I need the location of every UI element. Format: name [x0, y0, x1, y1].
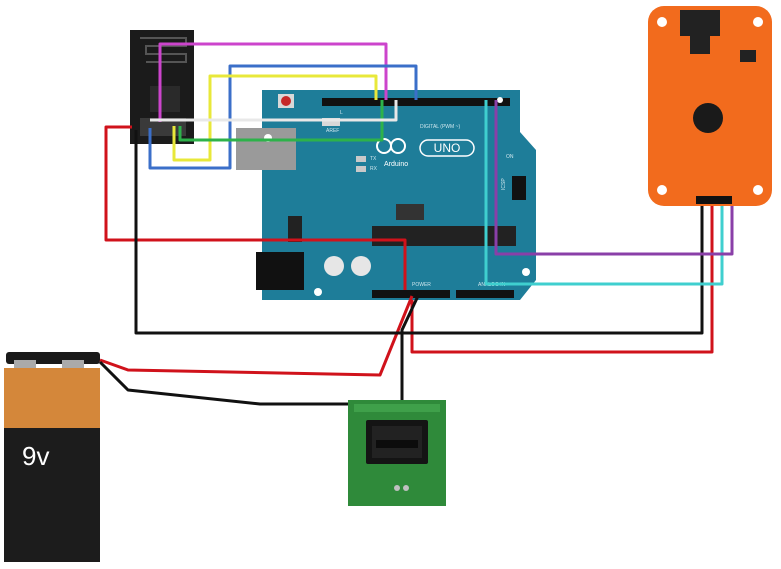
- digital-header: [322, 98, 510, 106]
- capacitor-2: [351, 256, 371, 276]
- battery-terminal-left: [14, 360, 36, 370]
- wire-black-switch: [400, 295, 420, 400]
- wire-blue: [148, 64, 418, 170]
- battery-top: [4, 368, 100, 428]
- wire-red-battery: [99, 295, 414, 377]
- usb-port: [236, 128, 296, 170]
- arduino-tx-label: TX: [370, 156, 377, 162]
- icsp-header: [512, 176, 526, 200]
- capacitor-1: [324, 256, 344, 276]
- battery-body: [4, 428, 100, 562]
- power-jack: [256, 252, 304, 290]
- wire-magenta: [158, 42, 388, 122]
- wire-purple: [494, 100, 734, 256]
- nrf24l01-module: [130, 30, 194, 144]
- wires: [98, 42, 734, 406]
- arduino-on-label: ON: [506, 154, 514, 160]
- battery-terminal-right: [62, 360, 84, 370]
- wire-white: [150, 100, 398, 122]
- power-header: [372, 290, 450, 298]
- microphone: [693, 103, 723, 133]
- nrf-antenna: [140, 37, 187, 63]
- atmega-chip: [372, 226, 516, 246]
- battery-label: 9v: [22, 441, 49, 471]
- arduino-brand-sub: Arduino: [384, 161, 408, 168]
- wire-yellow: [172, 74, 378, 162]
- arduino-brand: UNO: [434, 141, 461, 155]
- analog-header: [456, 290, 514, 298]
- arduino-rx-label: RX: [370, 166, 378, 172]
- arduino-uno: UNO Arduino DIGITAL (PWM ~) AREF TX RX O…: [236, 90, 536, 300]
- arduino-digital-label: DIGITAL (PWM ~): [420, 124, 460, 130]
- arduino-l-label: L: [340, 110, 343, 116]
- wire-black-battery: [98, 360, 348, 406]
- switch-module: [348, 400, 446, 506]
- wire-red-nrf-power: [104, 125, 407, 290]
- reset-button: [281, 96, 291, 106]
- battery-9v: 9v: [4, 352, 100, 562]
- arduino-icsp-label: ICSP: [501, 178, 507, 190]
- voice-module: [648, 6, 772, 206]
- wire-black-nrf-gnd: [134, 130, 704, 335]
- wire-cyan: [484, 100, 724, 286]
- arduino-logo: UNO Arduino: [376, 138, 475, 168]
- arduino-power-label: POWER: [412, 282, 431, 288]
- arduino-board: [262, 90, 536, 300]
- wire-red-voice: [410, 206, 714, 354]
- voice-pin-header: [696, 196, 732, 204]
- arduino-aref-label: AREF: [326, 128, 339, 134]
